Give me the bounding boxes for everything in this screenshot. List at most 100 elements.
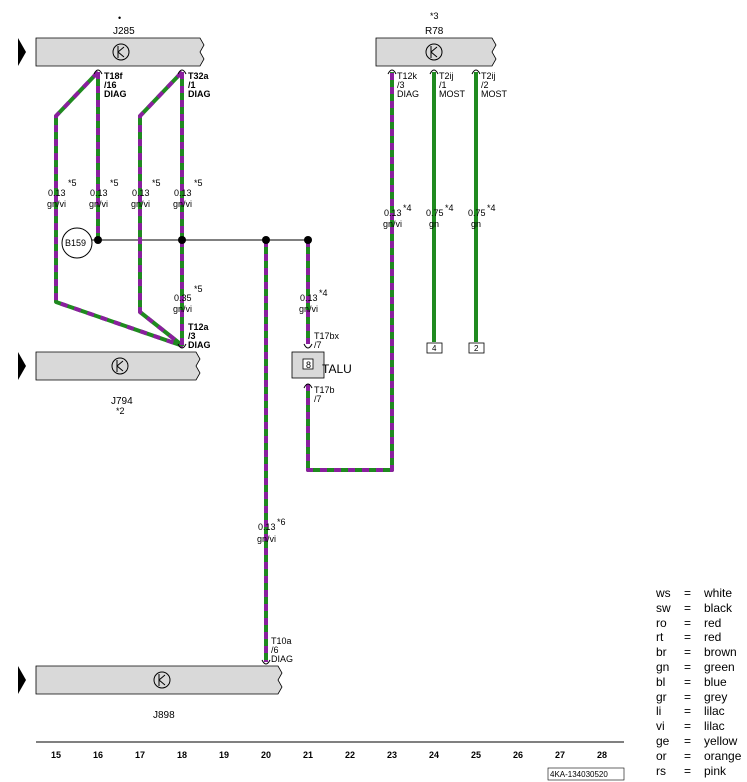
talu-pin: 8: [306, 360, 311, 370]
wire-size: 0.13: [300, 293, 318, 303]
wire-17: [138, 70, 185, 348]
legend-color-name: red: [704, 615, 722, 630]
wire-label-15: 0.13 *5 gn/vi: [47, 178, 77, 209]
connector-signal: MOST: [481, 89, 508, 99]
connector-id: T17bx: [314, 331, 340, 341]
legend-row: rs=pink: [656, 764, 746, 779]
legend-equals: =: [684, 689, 692, 704]
ruler-label: 16: [93, 750, 103, 760]
connector-talu: 8 TALU: [291, 351, 352, 379]
connector-signal: DIAG: [188, 340, 211, 350]
wire-label-17: 0.13 *5 gn/vi: [131, 178, 161, 209]
wire-note: *5: [152, 178, 161, 188]
wire-label-25: 0.75 *4 gn: [468, 203, 496, 229]
legend-abbr: rt: [656, 630, 664, 645]
connector-t10a: T10a /6 DIAG: [271, 636, 293, 664]
connector-signal: MOST: [439, 89, 466, 99]
wire-color: gn/vi: [131, 199, 150, 209]
connector-t18f: T18f /16 DIAG: [104, 71, 127, 99]
wire-color: gn/vi: [257, 534, 276, 544]
connector-id: T18f: [104, 71, 124, 81]
wire-size: 0.13: [90, 188, 108, 198]
legend-row: ge=yellow: [656, 734, 746, 749]
legend-abbr: bl: [656, 674, 666, 689]
wire-note: *4: [445, 203, 454, 213]
legend-abbr: gr: [656, 689, 667, 704]
connector-t12k: T12k /3 DIAG: [397, 71, 419, 99]
connector-pin: /3: [397, 80, 405, 90]
legend-equals: =: [684, 719, 692, 734]
wire-color: gn: [429, 219, 439, 229]
wire-note: *4: [403, 203, 412, 213]
wire-note: *5: [194, 284, 203, 294]
terminal-label: 4: [432, 344, 437, 353]
legend-abbr: ro: [656, 615, 667, 630]
connector-id: T12k: [397, 71, 418, 81]
legend-color-name: red: [704, 630, 722, 645]
component-label: J898: [153, 710, 175, 721]
legend-abbr: gn: [656, 659, 670, 674]
legend-equals: =: [684, 645, 692, 660]
legend-row: sw=black: [656, 601, 746, 616]
wire-size: 0.13: [174, 188, 192, 198]
legend-row: gn = green: [656, 660, 746, 675]
wire-note: *6: [277, 517, 286, 527]
wire-size: 0.75: [468, 208, 486, 218]
legend-abbr: br: [656, 645, 667, 660]
component-note: *3: [430, 11, 439, 21]
legend-color-name: blue: [704, 674, 727, 689]
junction-dot: [94, 236, 102, 244]
wire-color: gn: [471, 219, 481, 229]
wire-note: *5: [110, 178, 119, 188]
wire-color: gn/vi: [299, 304, 318, 314]
wire-label-24: 0.75 *4 gn: [426, 203, 454, 229]
component-j898: J898: [18, 665, 283, 721]
connector-pin: /3: [188, 331, 196, 341]
component-label: J285: [113, 26, 135, 37]
legend-abbr: li: [656, 704, 662, 719]
legend-equals: =: [684, 659, 692, 674]
legend-color-name: lilac: [704, 719, 725, 734]
connector-id: T10a: [271, 636, 292, 646]
connector-t2ij-1: T2ij /1 MOST: [439, 71, 466, 99]
legend-row: ws=white: [656, 586, 746, 601]
ruler-label: 25: [471, 750, 481, 760]
component-note: •: [118, 13, 121, 23]
component-j794: J794 *2: [18, 351, 201, 416]
wire-size: 0.13: [48, 188, 66, 198]
connector-pin: /7: [314, 394, 322, 404]
transistor-icon: [425, 43, 443, 61]
connector-pin: /16: [104, 80, 117, 90]
component-r78: R78 *3: [375, 11, 497, 67]
doc-id: 4KA-134030520: [547, 767, 625, 781]
connector-signal: DIAG: [271, 654, 293, 664]
connector-t17bx: T17bx /7: [314, 331, 340, 350]
ruler-label: 23: [387, 750, 397, 760]
legend-color-name: green: [704, 659, 735, 674]
legend-row: rt = red: [656, 630, 746, 645]
connector-t32a: T32a /1 DIAG: [188, 71, 211, 99]
legend-equals: =: [684, 704, 692, 719]
wire-note: *4: [319, 288, 328, 298]
splice-b159: B159: [61, 227, 93, 259]
legend-color-name: grey: [704, 689, 728, 704]
wire-color: gn/vi: [383, 219, 402, 229]
connector-id: T2ij: [439, 71, 454, 81]
connector-id: T2ij: [481, 71, 496, 81]
wire-color: gn/vi: [89, 199, 108, 209]
connector-signal: DIAG: [397, 89, 419, 99]
wire-label-23: 0.13 *4 gn/vi: [383, 203, 412, 229]
legend-equals: =: [684, 763, 692, 778]
legend-equals: =: [684, 630, 692, 645]
legend-abbr: ws: [656, 586, 671, 600]
connector-pin: /1: [439, 80, 447, 90]
legend-row: vi=lilac: [656, 719, 746, 734]
ruler-label: 18: [177, 750, 187, 760]
component-j285: J285 •: [18, 13, 205, 67]
component-note: *2: [116, 406, 125, 416]
connector-signal: DIAG: [188, 89, 211, 99]
connector-pin: /6: [271, 645, 279, 655]
ruler-label: 28: [597, 750, 607, 760]
